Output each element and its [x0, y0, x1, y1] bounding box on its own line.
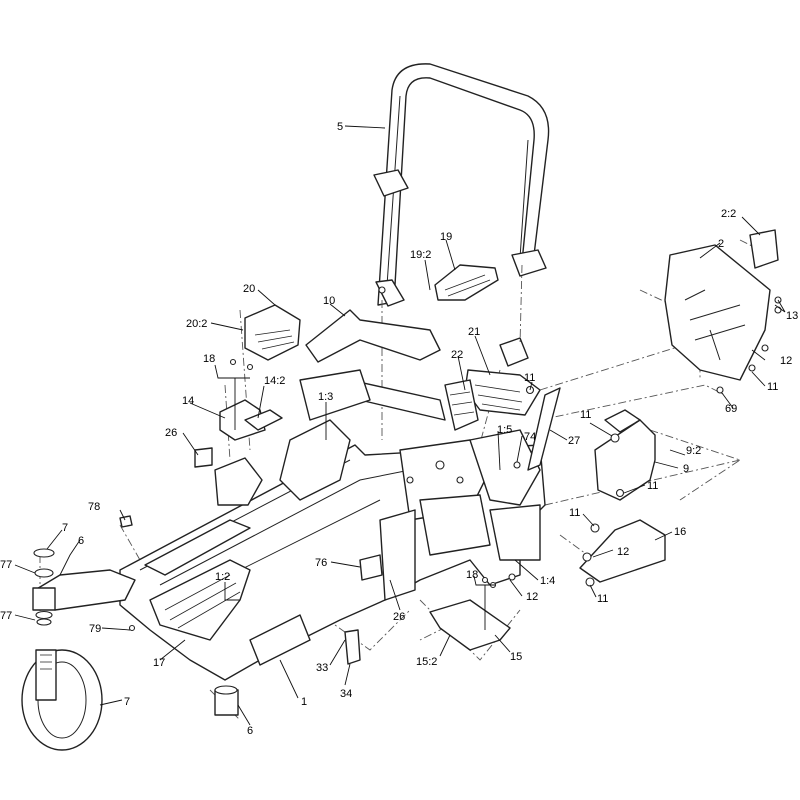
callout-13: 13 — [786, 310, 798, 322]
side-step-plate — [444, 379, 479, 431]
fasteners — [128, 286, 782, 632]
callout-74: 74 — [524, 431, 536, 443]
left-deck-plate — [219, 399, 283, 441]
floor-plate — [429, 599, 511, 651]
callout-11-e: 11 — [569, 507, 580, 519]
callout-17: 17 — [153, 657, 165, 669]
callout-9: 9 — [683, 463, 689, 475]
callout-2: 2 — [718, 238, 724, 250]
callout-1-3: 1:3 — [318, 391, 333, 403]
callout-18-b: 18 — [466, 569, 478, 581]
callout-12-b: 12 — [617, 546, 629, 558]
callout-19-2: 19:2 — [410, 249, 431, 261]
step-bracket — [579, 519, 666, 583]
callout-11-b: 11 — [524, 372, 535, 384]
callout-26: 26 — [165, 427, 177, 439]
callout-7: 7 — [62, 522, 68, 534]
pin-78 — [119, 515, 133, 528]
upper-step-plate — [434, 264, 499, 301]
callout-7-b: 7 — [124, 696, 130, 708]
callout-79: 79 — [89, 623, 101, 635]
callout-19: 19 — [440, 231, 452, 243]
callout-77: 77 — [0, 559, 12, 571]
roll-bar — [373, 63, 550, 367]
small-shim — [194, 447, 213, 468]
callout-5: 5 — [337, 121, 343, 133]
callout-10: 10 — [323, 295, 335, 307]
callout-1-4: 1:4 — [540, 575, 555, 587]
callout-1: 1 — [301, 696, 307, 708]
callout-9-2: 9:2 — [686, 445, 701, 457]
callout-12: 12 — [780, 355, 792, 367]
callout-16: 16 — [674, 526, 686, 538]
callout-labels: 5 2:2 2 13 12 11 69 19 19:2 20 20:2 10 2… — [0, 121, 798, 737]
callout-78: 78 — [88, 501, 100, 513]
callout-33: 33 — [316, 662, 328, 674]
callout-20-2: 20:2 — [186, 318, 207, 330]
side-panel — [594, 409, 656, 501]
callout-6-b: 6 — [247, 725, 253, 737]
bracket-76 — [359, 554, 383, 581]
callout-11-f: 11 — [597, 593, 608, 605]
callout-2-2: 2:2 — [721, 208, 736, 220]
callout-34: 34 — [340, 688, 352, 700]
callout-27: 27 — [568, 435, 580, 447]
callout-22: 22 — [451, 349, 463, 361]
caster-fork — [32, 548, 136, 626]
callout-14: 14 — [182, 395, 194, 407]
crossbar-bracket — [305, 309, 441, 363]
side-rail — [527, 387, 561, 471]
callout-11-d: 11 — [647, 480, 658, 492]
callout-21: 21 — [468, 326, 480, 338]
callout-15: 15 — [510, 651, 522, 663]
callout-69: 69 — [725, 403, 737, 415]
callout-11-c: 11 — [580, 409, 591, 421]
callout-26-b: 26 — [393, 611, 405, 623]
callout-15-2: 15:2 — [416, 656, 437, 668]
callout-12-c: 12 — [526, 591, 538, 603]
callout-77-b: 77 — [0, 610, 12, 622]
rear-panel — [664, 229, 779, 381]
leader-lines — [14, 125, 786, 726]
callout-20: 20 — [243, 283, 255, 295]
callout-1-2: 1:2 — [215, 571, 230, 583]
callout-14-2: 14:2 — [264, 375, 285, 387]
callout-18: 18 — [203, 353, 215, 365]
callout-11: 11 — [767, 381, 778, 393]
caster-wheel — [21, 649, 103, 751]
left-step-plate — [244, 304, 301, 361]
hanger-bracket — [344, 629, 361, 665]
rear-caster-spindle — [214, 685, 239, 716]
callout-76: 76 — [315, 557, 327, 569]
callout-1-5: 1:5 — [497, 424, 512, 436]
callout-6: 6 — [78, 535, 84, 547]
